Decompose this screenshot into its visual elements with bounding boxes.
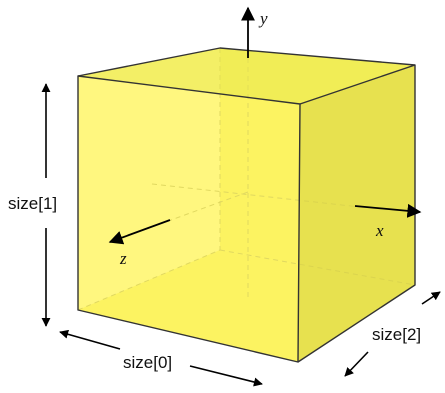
width-dimension-arrow-right — [189, 365, 263, 387]
depth-dimension-arrow-top — [421, 291, 441, 305]
box-top-face — [78, 48, 415, 104]
x-axis-arrow — [354, 203, 422, 218]
height-dimension-label: size[1] — [8, 194, 57, 213]
z-axis-arrow — [108, 219, 171, 245]
box-front-face — [78, 76, 300, 362]
x-axis-label: x — [375, 221, 384, 240]
box-right-face — [298, 65, 415, 362]
width-dimension-label: size[0] — [123, 353, 172, 372]
depth-dimension-label: size[2] — [372, 325, 421, 344]
top-front-right-edge — [299, 64, 416, 105]
y-axis-label: y — [258, 9, 268, 28]
depth-dimension-arrow-bottom — [344, 351, 369, 377]
z-axis-label: z — [119, 249, 127, 268]
width-dimension-arrow-left — [59, 329, 121, 350]
